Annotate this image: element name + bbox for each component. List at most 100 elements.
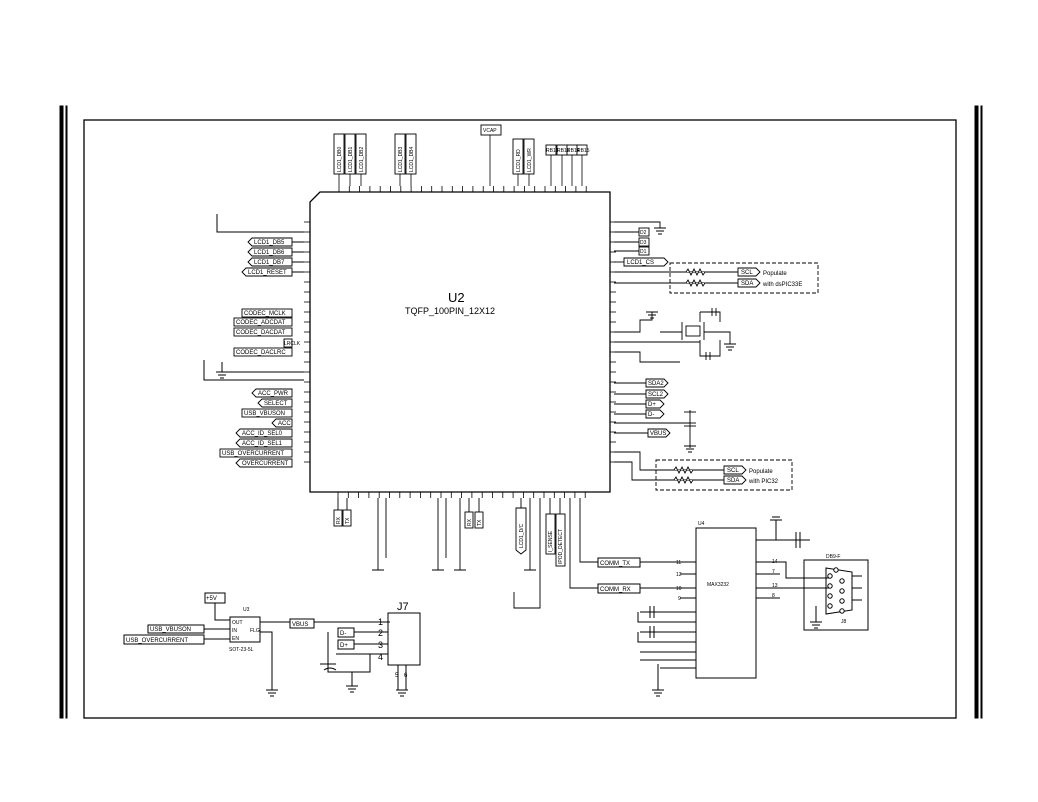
u4-pin-9: 9 (678, 596, 681, 602)
u4-pin-10: 10 (676, 586, 682, 592)
net-lcd1-db6: LCD1_DB6 (254, 250, 285, 256)
net-tx-1: TX (345, 517, 351, 524)
net-scl-pic32: SCL (727, 468, 739, 474)
net-rb12: RB12 (546, 148, 559, 154)
u3-pin-in: IN (232, 628, 237, 634)
net-lcd1-reset: LCD1_RESET (248, 270, 287, 276)
u2-top-net-boxes (333, 124, 588, 175)
net-lcd1-db5: LCD1_DB5 (254, 240, 285, 246)
j7-connector (320, 612, 421, 697)
j8-part: DB9-F (826, 554, 840, 560)
net-rb13: RB13 (557, 148, 570, 154)
j8-ref: J8 (841, 619, 847, 625)
u3-ref: U3 (243, 607, 250, 613)
net-sda-pic32: SDA (727, 478, 739, 484)
j7-pin-1: 1 (378, 617, 383, 627)
j7-pin-2: 2 (378, 628, 383, 638)
note-populate-2: Populate (749, 469, 773, 475)
note-pic32: with PIC32 (748, 479, 779, 485)
u2-top-pins (338, 186, 587, 192)
net-comm-tx: COMM_TX (600, 561, 630, 567)
u3-chip (123, 592, 390, 697)
net-acc-pwr: ACC_PWR (258, 391, 289, 397)
j8-db9-connector (803, 559, 869, 631)
u4-ref: U4 (698, 521, 705, 527)
net-scl2: SCL2 (648, 392, 664, 398)
net-comm-rx: COMM_RX (600, 587, 631, 593)
u2-top-net-text: LCD1_DB0 LCD1_DB1 LCD1_DB2 LCD1_DB3 LCD1… (337, 128, 590, 172)
net-usb-overcurrent: USB_OVERCURRENT (222, 451, 284, 457)
j7-pin-3: 3 (378, 640, 383, 650)
net-select: SELECT (264, 401, 288, 407)
net-lcd1-db7: LCD1_DB7 (254, 260, 285, 266)
net-lrclk: LRCLK (284, 341, 301, 347)
j7-text: J7 1 2 3 4 5 6 D- D+ (340, 601, 409, 679)
u2-bottom-wires (337, 498, 598, 609)
net-d3: D3 (640, 240, 647, 246)
net-acc-id-sel1: ACC_ID_SEL1 (242, 441, 283, 447)
u2-chip (309, 191, 611, 493)
net-rb14: RB14 (567, 148, 580, 154)
net-lcd1-wr: LCD1_WR (527, 148, 533, 172)
u3-part: SOT-23-5L (229, 647, 254, 653)
net-codec-dacdat: CODEC_DACDAT (236, 330, 286, 336)
u2-left-pins (304, 221, 310, 463)
net-lcd1-db3: LCD1_DB3 (398, 146, 404, 172)
u2-left-net-text: LCD1_DB5 LCD1_DB6 LCD1_DB7 LCD1_RESET CO… (222, 240, 301, 467)
u4-chip (597, 516, 830, 697)
sheet-border (59, 105, 983, 719)
net-dminus: D- (648, 412, 654, 418)
net-sda2: SDA2 (648, 381, 664, 387)
net-codec-daclrc: CODEC_DACLRC (236, 350, 286, 356)
u4-pin-8: 8 (772, 593, 775, 599)
net-rx-2: RX (467, 518, 473, 526)
note-populate-1: Populate (763, 271, 787, 277)
net-u3-usb-overcurrent: USB_OVERCURRENT (126, 638, 188, 644)
u3-pin-en: EN (232, 636, 239, 642)
u2-right-circuitry (614, 221, 819, 491)
u2-bottom-net-boxes (333, 507, 566, 567)
j7-pin-6: 6 (404, 673, 408, 679)
u2-right-net-boxes (623, 227, 761, 485)
j7-ref: J7 (397, 601, 409, 613)
note-dspic33e: with dsPIC33E (762, 282, 802, 288)
net-vbus-u2: VBUS (650, 431, 666, 437)
net-vcap: VCAP (483, 128, 497, 134)
net-lcd1-db1: LCD1_DB1 (348, 146, 354, 172)
u3-pin-flg: FLG (250, 628, 260, 634)
u4-pin-7: 7 (772, 569, 775, 575)
u2-package-label: TQFP_100PIN_12X12 (405, 306, 495, 316)
u2-bottom-pins (337, 492, 586, 498)
u4-pin-14: 14 (772, 559, 778, 565)
u2-right-pins (610, 221, 616, 463)
net-lcd1-db4: LCD1_DB4 (409, 146, 415, 172)
u2-left-net-labels (219, 237, 293, 468)
j7-pin-5: 5 (395, 673, 399, 679)
u2-bottom-net-text: RX TX RX TX LCD1_D/C I_SENSE IPOD_DETECT (336, 516, 564, 564)
net-ipod-detect: IPOD_DETECT (558, 529, 564, 564)
u2-right-net-text: D2 D3 D1 LCD1_CS SCL SDA SDA2 SCL2 D+ D-… (627, 230, 802, 485)
u3-pin-out: OUT (232, 620, 243, 626)
net-codec-mclk: CODEC_MCLK (244, 311, 286, 317)
net-u3-vbus: VBUS (292, 622, 308, 628)
u4-text: U4 MAX3232 COMM_TX COMM_RX 11 12 10 9 14… (600, 521, 778, 602)
net-codec-adcdat: CODEC_ADCDAT (236, 320, 286, 326)
net-lcd1-dc: LCD1_D/C (519, 523, 525, 548)
net-u3-usb-vbuson: USB_VBUSON (150, 627, 191, 633)
net-lcd1-db2: LCD1_DB2 (359, 146, 365, 172)
u4-part: MAX3232 (707, 582, 729, 588)
u3-text: U3 SOT-23-5L OUT IN EN FLG +5V USB_VBUSO… (126, 596, 308, 653)
net-scl-33e: SCL (741, 270, 753, 276)
u2-left-power (203, 214, 304, 381)
net-acc-id-sel0: ACC_ID_SEL0 (242, 431, 283, 437)
net-dplus: D+ (648, 402, 656, 408)
net-overcurrent: OVERCURRENT (242, 461, 289, 467)
u2-ref-label: U2 (448, 290, 465, 305)
net-usb-vbuson: USB_VBUSON (244, 411, 285, 417)
net-lcd1-rd: LCD1_RD (516, 149, 522, 172)
net-i-sense: I_SENSE (548, 530, 554, 552)
net-lcd1-cs: LCD1_CS (627, 260, 654, 266)
net-tx-2: TX (477, 519, 483, 526)
net-acc: ACC (278, 421, 291, 427)
